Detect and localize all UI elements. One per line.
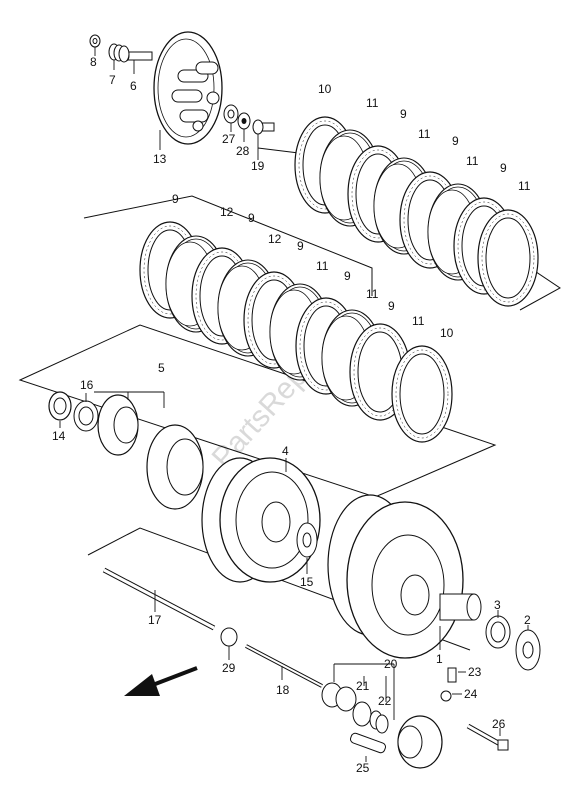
release-cylinder-20 — [397, 715, 443, 769]
sleeve-hub-14 — [48, 391, 72, 421]
label-28: 28 — [236, 144, 250, 158]
lower-plate-frame — [18, 324, 497, 498]
label-11-a: 11 — [366, 96, 379, 110]
label-9-h: 9 — [388, 299, 395, 313]
label-25: 25 — [356, 761, 370, 775]
label-18: 18 — [276, 683, 290, 697]
push-rod-17 — [102, 567, 216, 631]
label-11-d: 11 — [518, 179, 531, 193]
label-9-c: 9 — [500, 161, 507, 175]
washer-28 — [237, 112, 251, 130]
middle-plate-frame — [83, 195, 373, 296]
label-12-a: 12 — [220, 205, 234, 219]
label-29: 29 — [222, 661, 236, 675]
cap-24 — [440, 690, 452, 702]
leader-lines — [59, 47, 529, 762]
label-7: 7 — [109, 73, 116, 87]
spring-22 — [369, 710, 389, 734]
label-9-a: 9 — [400, 107, 407, 121]
label-15: 15 — [300, 575, 314, 589]
label-11-b: 11 — [418, 127, 431, 141]
middle-plate-stack — [139, 221, 453, 443]
label-13: 13 — [153, 152, 167, 166]
upper-plate-stack — [294, 116, 539, 307]
label-11-f: 11 — [366, 287, 379, 301]
push-rod-18 — [245, 644, 323, 688]
push-piece-19 — [252, 119, 275, 135]
clutch-housing-1 — [327, 494, 482, 659]
label-5: 5 — [158, 361, 165, 375]
pin-25 — [350, 732, 386, 754]
pressure-plate-13 — [153, 31, 223, 145]
label-9-g: 9 — [344, 269, 351, 283]
label-16: 16 — [80, 378, 94, 392]
washer-16 — [73, 400, 99, 432]
label-2: 2 — [524, 613, 531, 627]
front-direction-arrow — [124, 666, 198, 696]
label-4: 4 — [282, 444, 289, 458]
label-20: 20 — [384, 657, 398, 671]
washer-8 — [89, 34, 101, 48]
bleeder-23 — [447, 667, 457, 683]
label-26: 26 — [492, 717, 506, 731]
label-6: 6 — [130, 79, 137, 93]
label-1: 1 — [436, 652, 443, 666]
label-11-c: 11 — [466, 154, 479, 168]
bolt-26 — [466, 723, 509, 751]
label-9-e: 9 — [248, 211, 255, 225]
label-27: 27 — [222, 132, 236, 146]
label-19: 19 — [251, 159, 265, 173]
label-9-d: 9 — [172, 192, 179, 206]
spring-7 — [108, 43, 130, 63]
washer-2 — [515, 629, 541, 671]
oil-seal-22 — [352, 701, 372, 727]
label-14: 14 — [52, 429, 66, 443]
washer-15 — [296, 522, 318, 558]
needle-bearing-3 — [485, 615, 511, 649]
label-23: 23 — [468, 665, 482, 679]
primary-driven-gear-4 — [201, 457, 321, 583]
label-10-top: 10 — [318, 82, 332, 96]
label-17: 17 — [148, 613, 162, 627]
label-12-b: 12 — [268, 232, 282, 246]
label-9-f: 9 — [297, 239, 304, 253]
label-11-e: 11 — [316, 259, 329, 273]
release-piece-21 — [321, 682, 357, 712]
label-3: 3 — [494, 598, 501, 612]
label-8: 8 — [90, 55, 97, 69]
damper-5 — [97, 394, 204, 510]
label-10-bottom: 10 — [440, 326, 454, 340]
bearing-27 — [223, 104, 239, 124]
label-24: 24 — [464, 687, 478, 701]
label-22: 22 — [378, 694, 392, 708]
label-21: 21 — [356, 679, 370, 693]
label-9-b: 9 — [452, 134, 459, 148]
steel-ball-29 — [220, 627, 238, 647]
label-11-g: 11 — [412, 314, 425, 328]
part-labels: 8 7 6 13 27 28 19 10 11 9 11 9 11 9 11 9… — [52, 55, 531, 775]
